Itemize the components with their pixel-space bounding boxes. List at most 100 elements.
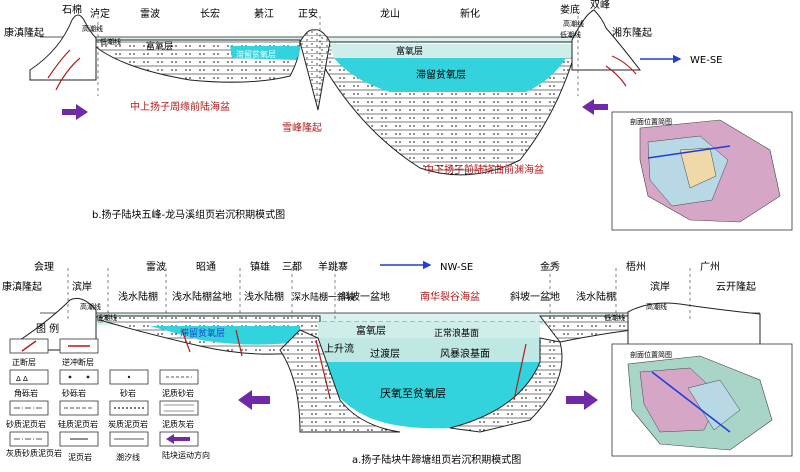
bottom-faults: [181, 329, 527, 401]
top-mid-uplift: [299, 29, 331, 111]
top-place-1: 泸定: [90, 7, 110, 20]
top-uplift-right: 湘东隆起: [612, 26, 652, 39]
legend-item-13: 陆块运动方向: [162, 450, 210, 460]
legend-item-1: 逆冲断层: [62, 357, 94, 367]
top-right-oxic-layer: [330, 44, 578, 58]
bottom-facies-8: 浅水陆棚: [576, 290, 616, 303]
top-place-6: 龙山: [380, 7, 400, 20]
top-oxic-right: 富氧层: [396, 45, 423, 57]
bottom-caption: a.扬子陆块牛蹄塘组页岩沉积期模式图: [352, 453, 521, 466]
top-oxic-left: 富氧层: [146, 40, 173, 52]
bottom-oxic-layer: [318, 322, 540, 338]
legend-item-6: 砂质泥页岩: [6, 419, 46, 429]
bottom-facies-3: 浅水陆棚: [244, 290, 284, 303]
bottom-low-tide-left: 低潮线: [96, 313, 117, 322]
bottom-right-shelf-fill: [538, 315, 641, 343]
legend-swatch-conglomerate: [59, 369, 99, 385]
bottom-anoxic-label: 厌氧至贫氧层: [380, 386, 446, 400]
top-move-arrow-right: [582, 99, 608, 115]
bottom-uplift-right: 云开隆起: [716, 280, 756, 293]
legend: 图 例 正断层 逆冲断层 Δ Δ 角砾岩 砂砾岩 砂岩 泥质砂岩 砂质泥页岩 硅…: [6, 322, 210, 462]
bottom-inset-title: 剖面位置简图: [630, 350, 672, 359]
bottom-storm-wave-label: 风暴浪基面: [440, 347, 490, 360]
svg-text:Δ Δ: Δ Δ: [16, 375, 28, 383]
legend-item-0: 正断层: [12, 357, 36, 367]
bottom-facies-7: 斜坡一盆地: [510, 290, 560, 303]
top-low-tide-label: 低潮线: [100, 37, 121, 46]
bottom-stagnant-layer: [150, 326, 300, 345]
top-left-stagnant-layer: [230, 46, 300, 60]
legend-item-12: 潮汐线: [116, 452, 140, 462]
top-left-uplift: [29, 14, 97, 81]
legend-swatch-carbonaceous-shale: [109, 400, 149, 416]
bottom-facies-9: 滨岸: [650, 280, 670, 293]
top-uplift-left: 康滇隆起: [4, 26, 44, 39]
bottom-facies-6: 南华裂谷海盆: [420, 290, 480, 303]
bottom-low-tide-right: 低潮线: [604, 313, 625, 322]
top-right-uplift: [571, 9, 642, 71]
bottom-place-7: 梧州: [626, 260, 646, 273]
bottom-high-tide-left: 高潮线: [80, 302, 101, 311]
top-place-0: 石棉: [62, 3, 82, 16]
top-move-arrow-left: [62, 104, 88, 120]
legend-item-2: 角砾岩: [14, 388, 38, 398]
bottom-place-5: 羊跳寨: [318, 260, 348, 273]
top-uplift-mid: 雪峰隆起: [282, 121, 322, 134]
top-place-9: 双峰: [590, 0, 610, 11]
bottom-place-2: 昭通: [196, 261, 216, 273]
top-inset-title: 剖面位置简图: [630, 117, 672, 126]
bottom-right-uplift: [627, 302, 761, 351]
top-caption: b.扬子陆块五峰-龙马溪组页岩沉积期模式图: [92, 208, 285, 221]
top-right-fault: [605, 55, 637, 87]
legend-item-3: 砂砾岩: [62, 388, 86, 398]
top-location-lines: [97, 16, 579, 96]
bottom-normal-wave-label: 正常浪基面: [434, 327, 479, 339]
legend-item-7: 硅质泥页岩: [58, 419, 98, 429]
top-basin-right: 中下扬子前陆挠曲前渊海盆: [424, 163, 544, 176]
bottom-transition-label: 过渡层: [370, 347, 400, 360]
bottom-move-arrow-left: [238, 390, 270, 410]
legend-item-10: 灰质砂质泥页岩: [6, 448, 62, 458]
bottom-transition-layer: [318, 338, 540, 362]
bottom-place-3: 镇雄: [250, 260, 270, 273]
top-high-tide-label-right: 高潮线: [563, 19, 584, 28]
bottom-facies-4: 深水陆棚一斜坡: [292, 291, 355, 303]
bottom-facies-0: 滨岸: [72, 280, 92, 293]
legend-item-9: 泥质灰岩: [162, 419, 194, 429]
top-place-7: 新化: [460, 7, 480, 20]
bottom-move-arrow-right: [566, 390, 598, 410]
bottom-place-1: 雷波: [146, 260, 166, 273]
bottom-upwelling-label: 上升流: [324, 342, 354, 355]
bottom-place-8: 广州: [700, 261, 720, 273]
bottom-high-tide-right: 高潮线: [646, 302, 667, 311]
legend-item-5: 泥质砂岩: [162, 388, 194, 398]
top-stagnant-left: 滞留贫氧层: [236, 49, 276, 59]
bottom-place-4: 三都: [282, 261, 302, 273]
legend-swatch-breccia: [9, 369, 49, 385]
bottom-facies-2: 浅水陆棚盆地: [172, 290, 232, 303]
legend-item-4: 砂岩: [120, 388, 136, 398]
top-direction-label: WE-SE: [690, 55, 722, 66]
bottom-facies-5: 斜坡一盆地: [340, 290, 390, 303]
top-right-stagnant-layer: [334, 58, 566, 92]
bottom-anoxic-layer: [318, 362, 540, 429]
top-place-5: 正安: [298, 7, 318, 20]
top-place-4: 綦江: [254, 7, 274, 20]
bottom-oxic-label: 富氧层: [356, 324, 386, 337]
top-inset-map: 剖面位置简图: [611, 111, 793, 231]
bottom-left-uplift: [19, 297, 97, 351]
top-place-3: 长宏: [200, 7, 220, 20]
top-place-8: 娄底: [560, 3, 580, 16]
top-low-tide-label-right: 低潮线: [560, 30, 581, 39]
bottom-direction-label: NW-SE: [440, 262, 473, 273]
bottom-place-6: 金秀: [540, 260, 560, 273]
top-basin-left: 中上扬子周缘前陆海盆: [130, 100, 230, 113]
top-place-2: 雷波: [140, 7, 160, 20]
bottom-left-slope: [279, 329, 401, 433]
bottom-stagnant-label: 滞留贫氧层: [180, 327, 225, 339]
bottom-uplift-left: 康滇隆起: [2, 280, 42, 293]
top-stagnant-right: 滞留贫氧层: [416, 68, 466, 81]
top-section: 石棉 泸定 雷波 长宏 綦江 正安 龙山 新化 娄底 双峰 康滇隆起 湘东隆起 …: [4, 0, 793, 231]
